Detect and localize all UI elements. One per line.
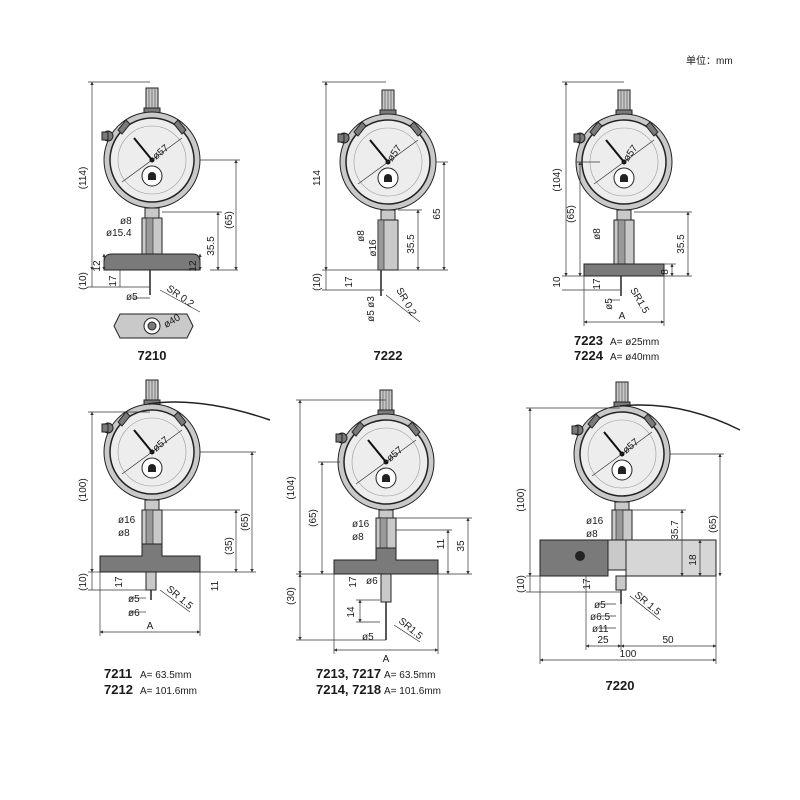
dim-7222-h-stem: 35.5 — [406, 234, 417, 254]
dim-7213-d5: ø5 — [362, 632, 374, 643]
dim-7223-h-stem: 35.5 — [676, 234, 687, 254]
dim-7213-d16: ø16 — [352, 519, 370, 530]
dim-7220-w50: 50 — [662, 635, 674, 646]
model-7214-a-value: A= 101.6mm — [384, 686, 441, 697]
dim-7211-d6: ø6 — [128, 608, 140, 619]
model-7211-7212: (100) (65) (35) 11 (10) 17 ø16 ø8 ø5 ø6 … — [78, 379, 271, 697]
dim-7211-d16: ø16 — [118, 515, 136, 526]
dim-7220-h-tip: (10) — [516, 575, 527, 593]
dim-7213-h-14: 14 — [346, 606, 357, 618]
dim-7220-h-18: 18 — [688, 554, 699, 566]
dim-7223-d8: ø8 — [592, 228, 603, 240]
dim-7210-d15: ø15.4 — [106, 228, 132, 239]
dim-7223-sr: SR1.5 — [627, 286, 651, 316]
model-label-7224: 7224 — [574, 348, 604, 363]
dim-7210-d8: ø8 — [120, 216, 132, 227]
dim-7211-d5: ø5 — [128, 594, 140, 605]
dim-7220-d65: ø6.5 — [590, 612, 610, 623]
dim-7220-d11: ø11 — [592, 624, 609, 635]
dim-7213-h-total: (104) — [286, 476, 297, 499]
dim-7222-sr: SR 0.2 — [393, 286, 418, 318]
dim-7223-A: A — [619, 311, 626, 322]
dim-7223-d5: ø5 — [604, 298, 615, 310]
dim-7220-h-357: 35.7 — [670, 520, 681, 540]
dim-7213-h-11: 11 — [436, 538, 447, 549]
dim-7220-d5: ø5 — [594, 600, 606, 611]
dim-7222-h-tip: (10) — [312, 273, 323, 291]
dim-7222-d5: ø5 — [366, 310, 377, 322]
model-label-7223: 7223 — [574, 333, 603, 348]
dim-7211-h-11: 11 — [210, 580, 221, 591]
dim-7213-h-17: 17 — [348, 576, 359, 588]
model-label-7222: 7222 — [374, 348, 403, 363]
dim-7211-d8: ø8 — [118, 528, 130, 539]
dim-7213-h-dial: (65) — [308, 509, 319, 527]
dim-7213-A: A — [383, 654, 390, 665]
dim-7213-h-30: (30) — [286, 587, 297, 605]
dim-7211-sr: SR 1.5 — [164, 584, 195, 612]
model-label-7220: 7220 — [606, 678, 635, 693]
model-label-7212: 7212 — [104, 682, 133, 697]
dim-7220-d8: ø8 — [586, 529, 598, 540]
dim-7220-h-total: (100) — [516, 488, 527, 511]
dim-7211-h-35: (35) — [224, 537, 235, 555]
model-7223-a-value: A= ø25mm — [610, 337, 659, 348]
dim-7222-h-total: 114 — [312, 170, 323, 186]
model-7211-a-value: A= 63.5mm — [140, 670, 191, 681]
dim-7223-h-8: 8 — [660, 269, 671, 275]
dim-7210-d5: ø5 — [126, 292, 138, 303]
dim-7210-h-tip: (10) — [78, 272, 89, 290]
dim-7222-d3: ø3 — [366, 296, 377, 308]
model-7213-a-value: A= 63.5mm — [384, 670, 435, 681]
model-7220: (100) (65) 35.7 18 (10) 17 ø16 ø8 ø5 ø6.… — [516, 381, 741, 693]
model-label-7213: 7213, 7217 — [316, 666, 381, 681]
model-label-7214: 7214, 7218 — [316, 682, 381, 697]
model-label-7210: 7210 — [138, 348, 167, 363]
dim-7223-h-17: 17 — [592, 278, 603, 290]
dim-7211-A: A — [147, 621, 154, 632]
model-7213-7214: (104) (65) 35 11 (30) 14 17 ø16 ø8 ø6 ø5… — [286, 389, 472, 697]
dim-7220-h-17: 17 — [582, 578, 593, 590]
dim-7222-d8: ø8 — [356, 230, 367, 242]
dim-7210-h-total: (114) — [78, 167, 89, 190]
dim-7210-h-dial: (65) — [224, 211, 235, 229]
dim-7213-h-35: 35 — [456, 540, 467, 552]
dim-7210-h-stem: 35.5 — [206, 236, 217, 256]
dim-7210-h-base2: 12 — [188, 260, 199, 272]
dim-7223-h-10: 10 — [552, 276, 563, 288]
dim-7222-h-dial: 65 — [432, 208, 443, 220]
model-7224-a-value: A= ø40mm — [610, 352, 659, 363]
dim-7220-d16: ø16 — [586, 516, 604, 527]
dim-7211-h-total: (100) — [78, 478, 89, 501]
unit-label: 单位：mm — [686, 54, 733, 67]
dim-7220-w25: 25 — [597, 635, 609, 646]
model-label-7211: 7211 — [104, 666, 132, 681]
dim-7223-h-dial: (65) — [566, 205, 577, 223]
dim-7211-h-tip: (10) — [78, 573, 89, 591]
dim-7220-h-dial: (65) — [708, 515, 719, 533]
dim-7211-h-dial: (65) — [240, 513, 251, 531]
dim-7211-h-17: 17 — [114, 576, 125, 588]
dim-7210-sr: SR 0.2 — [164, 283, 196, 310]
dim-7213-d6: ø6 — [366, 576, 378, 587]
dim-7220-sr: SR 1.5 — [632, 590, 663, 618]
dim-7220-w100: 100 — [620, 649, 637, 660]
dim-7222-h-17: 17 — [344, 276, 355, 288]
dim-7210-h-17: 17 — [108, 275, 119, 287]
dim-7210-h-base: 12 — [92, 260, 103, 272]
dim-7222-d16: ø16 — [368, 239, 379, 257]
model-7210: (114) (65) 35.5 12 12 (10) 17 ø8 ø15.4 ø… — [78, 81, 240, 363]
dim-7223-h-total: (104) — [552, 168, 563, 191]
model-7212-a-value: A= 101.6mm — [140, 686, 197, 697]
model-7223-7224: (104) (65) 35.5 8 10 17 ø8 ø5 SR1.5 A ø5… — [552, 81, 692, 363]
model-7222: 114 65 35.5 (10) 17 ø8 ø16 ø3 ø5 SR 0.2 … — [312, 81, 448, 363]
dim-7213-d8: ø8 — [352, 532, 364, 543]
